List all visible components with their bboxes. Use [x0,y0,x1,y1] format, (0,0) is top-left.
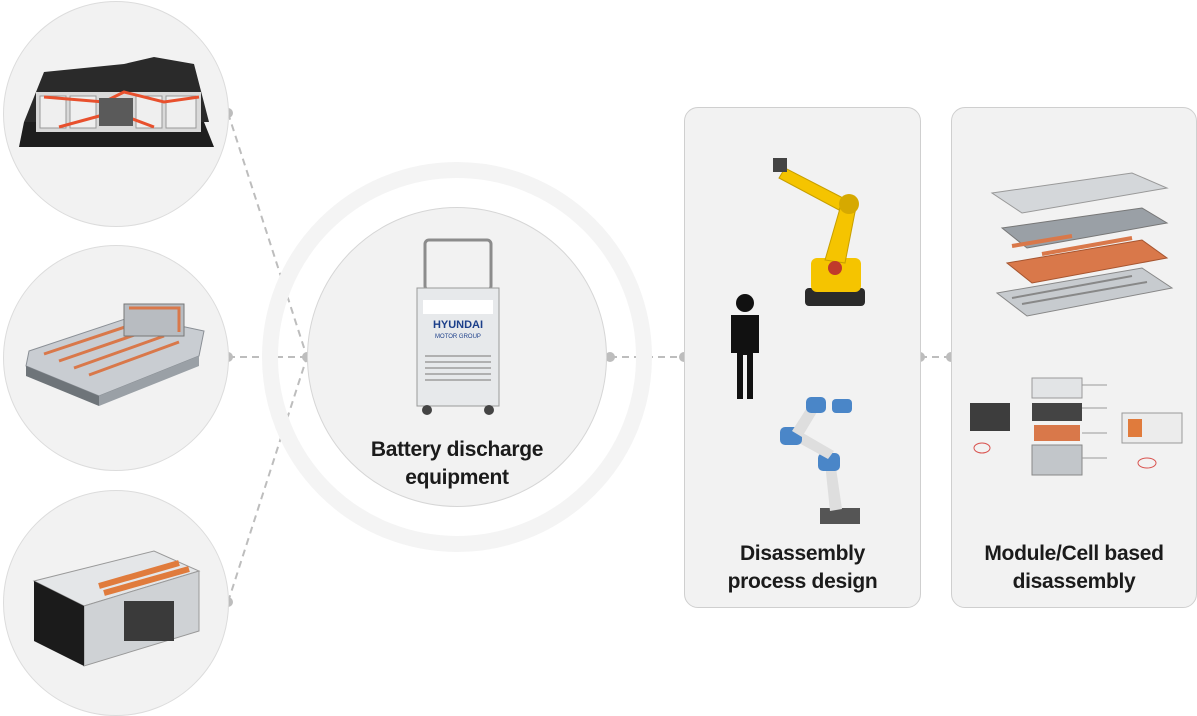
person-icon [731,294,759,399]
process-label-line2: process design [727,570,878,593]
module-cell-breakdown-icon [970,377,1183,476]
battery-pack-circle-1 [3,1,229,227]
device-brand-text: HYUNDAI [433,319,483,331]
discharger-cart-icon: HYUNDAI MOTOR GROUP [416,238,500,415]
battery-pack-skateboard-icon [25,303,205,406]
center-label-line1: Battery discharge [370,438,544,461]
battery-pack-circle-3 [3,490,229,716]
module-cell-disassembly-panel: Module/Cell based disassembly [951,107,1197,608]
exploded-pack-icon [990,172,1174,317]
disassembly-process-label: Disassembly process design [685,540,920,596]
module-label-line1: Module/Cell based [984,542,1164,565]
discharge-equipment-circle: HYUNDAI MOTOR GROUP Battery discharge eq… [307,207,607,507]
battery-pack-top-icon [19,57,214,147]
process-label-line1: Disassembly [739,542,866,565]
device-sub-text: MOTOR GROUP [435,334,481,340]
connector-pack1-to-center [227,112,308,358]
module-label-line2: disassembly [1012,570,1136,593]
module-cell-label: Module/Cell based disassembly [952,540,1196,596]
collaborative-robot-icon [780,397,860,524]
connector-pack3-to-center [227,356,308,603]
battery-module-icon [32,550,201,667]
industrial-robot-icon [773,158,865,306]
disassembly-process-panel: Disassembly process design [684,107,921,608]
battery-pack-circle-2 [3,245,229,471]
discharge-equipment-label: Battery discharge equipment [308,436,606,492]
center-label-line2: equipment [405,466,509,489]
